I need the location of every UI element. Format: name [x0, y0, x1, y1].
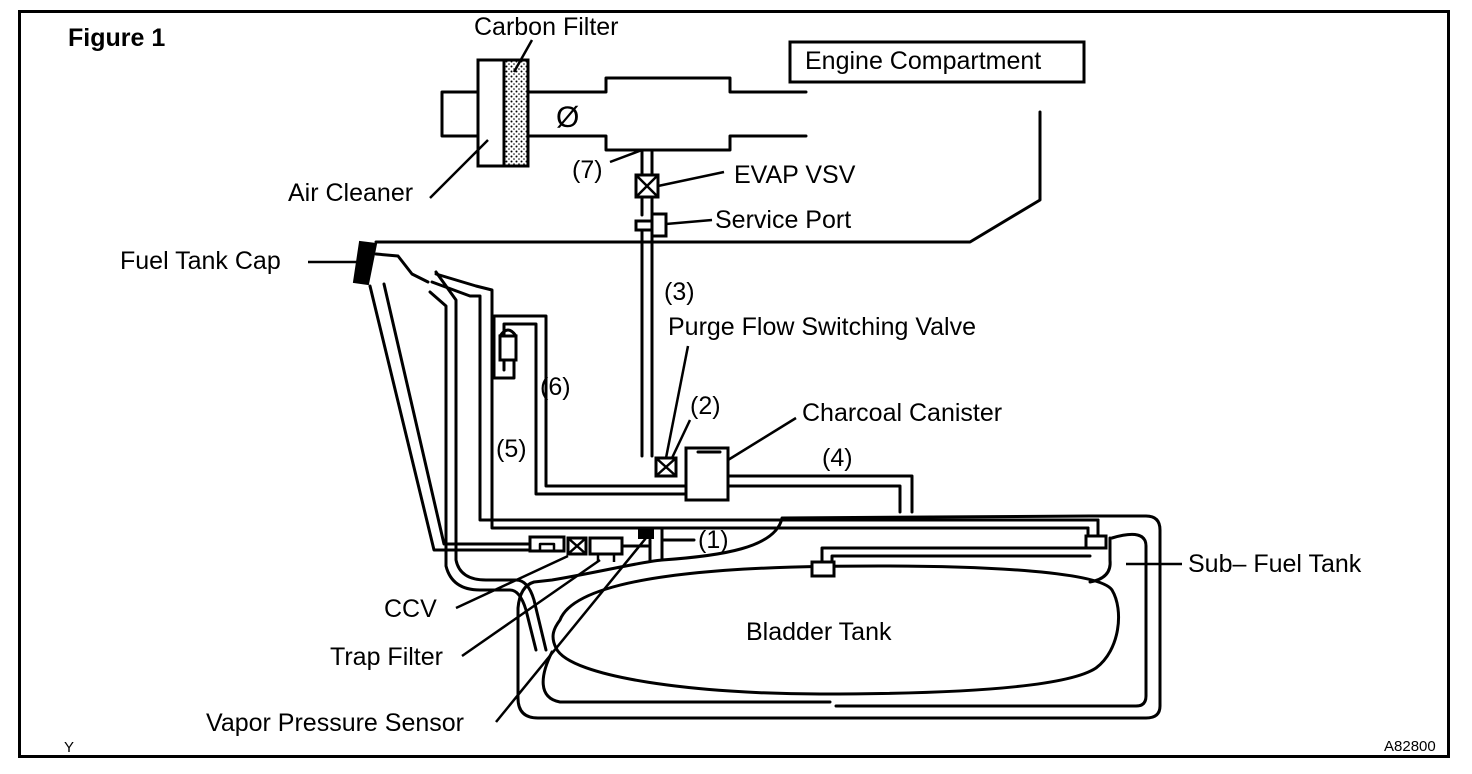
- figure-code: A82800: [1384, 738, 1436, 755]
- engine-compartment-boundary: [374, 110, 1042, 244]
- charcoal-canister-label: Charcoal Canister: [802, 399, 1002, 427]
- engine-compartment-box: [788, 40, 1086, 84]
- figure-frame: [18, 10, 1450, 758]
- service-port-cap: [650, 212, 668, 238]
- sub-fuel-tank-outer: [516, 514, 1162, 720]
- air-intake: [440, 58, 808, 168]
- hose-2-label: (2): [690, 392, 721, 420]
- sub-fuel-tank-inner: [834, 532, 1148, 708]
- engine-compartment-label: Engine Compartment: [805, 47, 1041, 75]
- carbon-filter-label: Carbon Filter: [474, 13, 619, 41]
- air-cleaner-body: [476, 58, 506, 168]
- bladder-tank-label: Bladder Tank: [746, 618, 892, 646]
- service-port-fitting: [634, 219, 654, 232]
- evap-vsv-label: EVAP VSV: [734, 161, 856, 189]
- bottom-components: [528, 526, 696, 562]
- purge-flow-switching-valve-label: Purge Flow Switching Valve: [668, 313, 976, 341]
- vapor-pressure-sensor-body: [638, 528, 654, 539]
- purge-line: [634, 148, 678, 478]
- trap-filter-body: [588, 536, 624, 556]
- sub-tank-cutoff-valve: [1084, 534, 1108, 550]
- bladder-vent-line: [820, 546, 1088, 568]
- hose-5: [430, 280, 1100, 522]
- hose-4-label: (4): [822, 444, 853, 472]
- vapor-pressure-sensor-label: Vapor Pressure Sensor: [206, 709, 464, 737]
- hose-7-label: (7): [572, 156, 603, 184]
- carbon-filter-element: [502, 58, 530, 168]
- sub-fuel-tank-label: Sub– Fuel Tank: [1188, 550, 1362, 578]
- trap-filter-label: Trap Filter: [330, 643, 443, 671]
- service-port-label: Service Port: [715, 206, 851, 234]
- fuel-tank-cap: [352, 240, 378, 286]
- hose-5-label: (5): [496, 435, 527, 463]
- fuel-tank-cap-label: Fuel Tank Cap: [120, 247, 281, 275]
- hose-6: [492, 314, 688, 488]
- ccv-label: CCV: [384, 595, 437, 623]
- hose-3-label: (3): [664, 278, 695, 306]
- filler-pipe: [352, 240, 548, 652]
- charcoal-canister: [684, 446, 730, 502]
- bladder-vent-valve: [810, 560, 836, 578]
- corner-mark-left: Y: [64, 739, 74, 756]
- hose-1-label: (1): [698, 526, 729, 554]
- fill-check-valve: [498, 334, 518, 362]
- hose-4: [726, 474, 914, 514]
- leader-lines: [308, 39, 1182, 723]
- throttle-valve-symbol: Ø: [556, 101, 579, 134]
- figure-title: Figure 1: [68, 24, 165, 52]
- air-cleaner-label: Air Cleaner: [288, 179, 413, 207]
- hose-6-label: (6): [540, 373, 571, 401]
